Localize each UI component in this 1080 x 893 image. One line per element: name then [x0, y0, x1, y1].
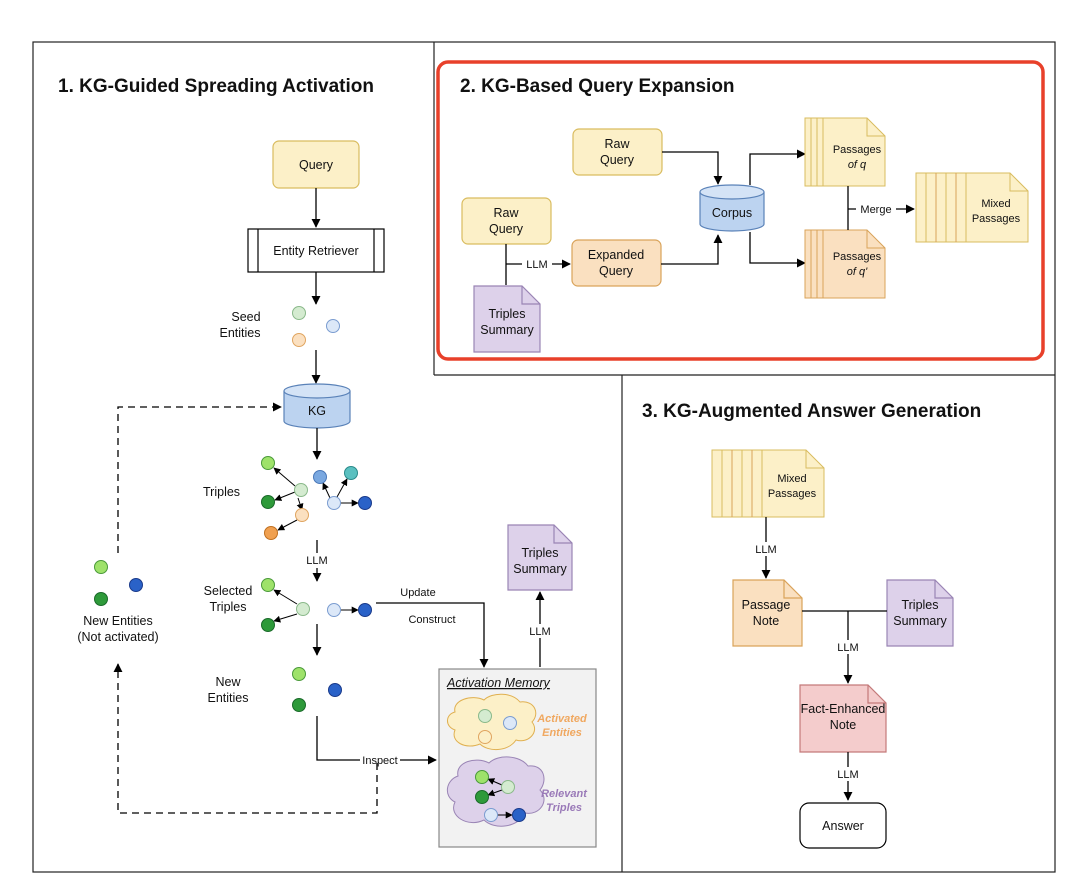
- relevant-triples-label-1: Relevant: [541, 788, 588, 800]
- passages-q-prime-stack: [804, 229, 886, 299]
- triples-graph: [261, 456, 372, 540]
- llm-label-1: LLM: [306, 555, 327, 567]
- passage-note-label-2: Note: [753, 614, 779, 628]
- fact-enhanced-note-doc: [799, 684, 887, 753]
- new-entities-label-1: New: [215, 675, 241, 689]
- answer-box: [799, 802, 887, 849]
- panel2-llm-label: LLM: [526, 259, 547, 271]
- selected-triples-label-1: Selected: [204, 584, 253, 598]
- passages-q-stack: [804, 117, 886, 187]
- update-label: Update: [400, 587, 435, 599]
- fact-enhanced-note-label-2: Note: [830, 718, 856, 732]
- mixed-passages-3-label-2: Passages: [768, 488, 817, 500]
- raw-query-left-label-1: Raw: [493, 206, 519, 220]
- panel-1-title: 1. KG-Guided Spreading Activation: [58, 76, 374, 97]
- entity-retriever-label: Entity Retriever: [273, 244, 358, 258]
- new-entity-dark-blue: [328, 683, 342, 697]
- triples-summary-3-label-1: Triples: [901, 598, 938, 612]
- answer-label: Answer: [822, 819, 864, 833]
- merge-label: Merge: [860, 204, 891, 216]
- expanded-query-box: [571, 239, 662, 287]
- panel3-llm-label-1: LLM: [755, 544, 776, 556]
- panel-1-frame: [32, 41, 1056, 873]
- passages-q-prime-label-2: of q': [847, 266, 868, 278]
- not-activated-entity-dark-blue: [129, 578, 143, 592]
- seed-entity-green: [292, 306, 306, 320]
- selected-triples-graph: [261, 578, 372, 632]
- mixed-passages-2-label-1: Mixed: [981, 198, 1010, 210]
- activated-entities-label-2: Entities: [542, 727, 582, 739]
- raw-query-top-box: [572, 128, 663, 176]
- panel3-llm-label-2: LLM: [837, 642, 858, 654]
- mixed-passages-3-label-1: Mixed: [777, 473, 806, 485]
- triples-summary-2-label-2: Summary: [480, 323, 534, 337]
- triples-summary-doc-2: [473, 285, 541, 353]
- corpus-label: Corpus: [712, 206, 752, 220]
- triples-label: Triples: [203, 485, 240, 499]
- not-activated-entity-dark-green: [94, 592, 108, 606]
- new-entity-dark-green: [292, 698, 306, 712]
- triples-summary-2-label-1: Triples: [488, 307, 525, 321]
- corpus-cylinder: [699, 184, 765, 232]
- seed-entity-blue: [326, 319, 340, 333]
- construct-label: Construct: [408, 614, 455, 626]
- raw-query-top-label-1: Raw: [604, 137, 630, 151]
- not-activated-label-1: New Entities: [83, 614, 152, 628]
- passages-q-prime-label-1: Passages: [833, 251, 882, 263]
- raw-query-left-label-2: Query: [489, 222, 524, 236]
- triples-summary-1-label-2: Summary: [513, 562, 567, 576]
- query-label: Query: [299, 158, 334, 172]
- passages-q-label-2: of q: [848, 159, 867, 171]
- fact-enhanced-note-label-1: Fact-Enhanced: [801, 702, 886, 716]
- passages-q-label-1: Passages: [833, 144, 882, 156]
- not-activated-label-2: (Not activated): [77, 630, 158, 644]
- panel-2-highlight: [436, 60, 1045, 361]
- mixed-passages-2-label-2: Passages: [972, 213, 1021, 225]
- raw-query-left-box: [461, 197, 552, 245]
- expanded-query-label-2: Query: [599, 264, 634, 278]
- passage-note-label-1: Passage: [742, 598, 791, 612]
- not-activated-entity-light-green: [94, 560, 108, 574]
- activated-entities-cloud: [447, 693, 537, 750]
- activated-entities-label-1: Activated: [536, 713, 587, 725]
- passage-note-doc: [732, 579, 803, 647]
- seed-entity-orange: [292, 333, 306, 347]
- seed-entities-label-2: Entities: [220, 326, 261, 340]
- seed-entities-label-1: Seed: [231, 310, 260, 324]
- activation-memory-title: Activation Memory: [446, 676, 551, 690]
- mixed-passages-stack-2: [915, 172, 1029, 243]
- new-entities-label-2: Entities: [208, 691, 249, 705]
- new-entity-light-green: [292, 667, 306, 681]
- inspect-label: Inspect: [362, 755, 397, 767]
- relevant-triples-label-2: Triples: [546, 802, 582, 814]
- kg-label: KG: [308, 404, 326, 418]
- triples-summary-3-label-2: Summary: [893, 614, 947, 628]
- raw-query-top-label-2: Query: [600, 153, 635, 167]
- triples-summary-1-label-1: Triples: [521, 546, 558, 560]
- mixed-passages-stack-3: [711, 449, 825, 518]
- triples-summary-doc-3: [886, 579, 954, 647]
- expanded-query-label-1: Expanded: [588, 248, 644, 262]
- panel-3-title: 3. KG-Augmented Answer Generation: [642, 401, 981, 422]
- triples-summary-doc-1: [507, 524, 573, 591]
- selected-triples-label-2: Triples: [209, 600, 246, 614]
- llm-label-2: LLM: [529, 626, 550, 638]
- panel3-llm-label-3: LLM: [837, 769, 858, 781]
- panel-2-title: 2. KG-Based Query Expansion: [460, 76, 735, 97]
